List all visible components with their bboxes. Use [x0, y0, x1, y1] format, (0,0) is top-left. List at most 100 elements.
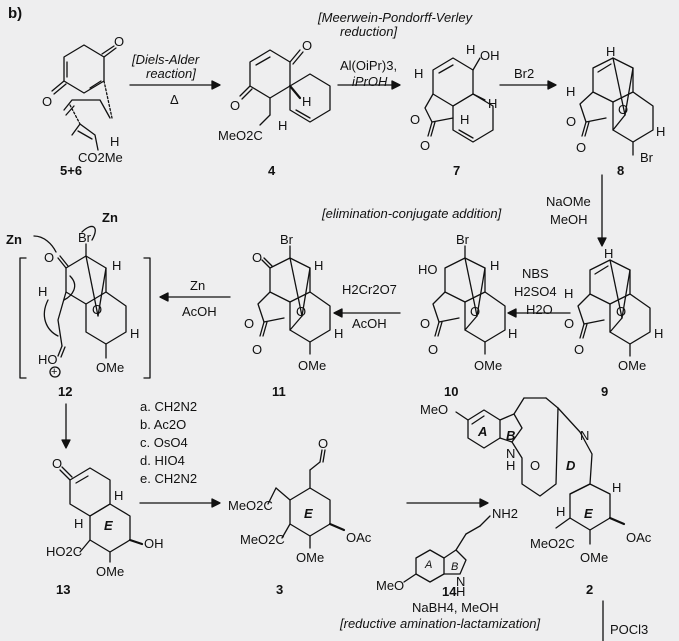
step-e: e. CH2N2 [140, 471, 198, 486]
atom-h: H [112, 258, 122, 273]
compound-14-label: 14 [442, 584, 457, 599]
atom-ome: OMe [618, 358, 647, 373]
atom-o: O [576, 140, 587, 155]
atom-ome: OMe [298, 358, 327, 373]
acoh-reagent-1: AcOH [352, 316, 387, 331]
atom-ome: OMe [96, 360, 125, 375]
ring-e-label: E [584, 506, 593, 521]
elimination-name: [elimination-conjugate addition] [322, 206, 502, 221]
ring-e-label: E [304, 506, 313, 521]
mpv-reagent: Al(OiPr)3, [340, 58, 398, 73]
atom-ome: OMe [580, 550, 609, 565]
atom-o: O [566, 114, 577, 129]
atom-o: O [52, 456, 63, 471]
atom-h: H [556, 504, 566, 519]
step-c: c. OsO4 [140, 435, 188, 450]
atom-o: O [44, 250, 55, 265]
atom-ome: OMe [474, 358, 503, 373]
h2so4-reagent: H2SO4 [514, 284, 557, 299]
atom-o: O [410, 112, 421, 127]
atom-meo2c: MeO2C [218, 128, 263, 143]
atom-o: O [530, 458, 541, 473]
atom-o: O [618, 102, 629, 117]
plus-charge: + [51, 366, 58, 378]
compound-10-label: 10 [444, 384, 459, 399]
atom-meo2c: MeO2C [240, 532, 285, 547]
atom-meo: MeO [376, 578, 405, 593]
atom-h: H [566, 84, 576, 99]
atom-h: H [460, 112, 470, 127]
compound-7-label: 7 [453, 163, 461, 178]
structure-8 [579, 57, 654, 156]
compound-4-label: 4 [268, 163, 276, 178]
ring-a-label: A [425, 559, 433, 571]
atom-o: O [428, 342, 439, 357]
atom-o: O [252, 342, 263, 357]
atom-ho: HO [418, 262, 438, 277]
compound-5-6-label: 5+6 [60, 163, 83, 178]
atom-h: H [490, 258, 500, 273]
atom-o: O [616, 304, 627, 319]
atom-nh: H [506, 458, 516, 473]
atom-o: O [92, 302, 103, 317]
atom-o: O [420, 138, 431, 153]
structure-7 [424, 57, 494, 143]
structure-10 [432, 245, 506, 355]
compound-8-label: 8 [617, 163, 625, 178]
atom-br: Br [640, 150, 653, 165]
structure-11 [257, 245, 331, 355]
zn-reagent: Zn [190, 278, 206, 293]
atom-h: H [656, 124, 666, 139]
atom-n: N [506, 446, 516, 461]
atom-o: O [296, 304, 307, 319]
step-a: a. CH2N2 [140, 399, 198, 414]
atom-h: H [612, 480, 622, 495]
pocl3-reagent: POCl3 [610, 622, 649, 637]
ring-e-label: E [104, 518, 113, 533]
atom-h: H [278, 118, 288, 133]
atom-h: H [466, 42, 476, 57]
compound-3-label: 3 [276, 582, 284, 597]
atom-o: O [302, 38, 313, 53]
atom-h: H [508, 326, 518, 341]
structure-14 [403, 515, 491, 583]
atom-co2me: CO2Me [78, 150, 123, 165]
mpv-solvent: iPrOH [352, 74, 388, 89]
step-d: d. HIO4 [140, 453, 185, 468]
atom-o: O [42, 94, 53, 109]
structure-2 [455, 397, 626, 545]
atom-h: H [606, 44, 616, 59]
atom-o: O [564, 316, 575, 331]
meoh-reagent: MeOH [550, 212, 588, 227]
atom-zn: Zn [6, 232, 22, 247]
atom-oac: OAc [626, 530, 652, 545]
atom-h: H [564, 286, 574, 301]
atom-oac: OAc [346, 530, 372, 545]
atom-meo2c: MeO2C [530, 536, 575, 551]
h2cr2o7-reagent: H2Cr2O7 [342, 282, 397, 297]
nbs-reagent: NBS [522, 266, 549, 281]
atom-h: H [38, 284, 48, 299]
ring-a-label: A [478, 424, 488, 439]
atom-zn: Zn [102, 210, 118, 225]
da-name-2: reaction] [146, 66, 196, 81]
atom-h: H [74, 516, 84, 531]
structure-3 [267, 449, 346, 549]
naome-reagent: NaOMe [546, 194, 591, 209]
mpv-name: [Meerwein-Pondorff-Verley [318, 10, 473, 25]
compound-13-label: 13 [56, 582, 71, 597]
atom-n: N [456, 574, 466, 589]
atom-nh: H [456, 584, 466, 599]
atom-ho2c: HO2C [46, 544, 83, 559]
atom-o: O [318, 436, 329, 451]
atom-o: O [252, 250, 263, 265]
nabh4-reagent: NaBH4, MeOH [412, 600, 499, 615]
atom-o: O [244, 316, 255, 331]
atom-meo: MeO [420, 402, 449, 417]
structure-9 [577, 259, 651, 357]
structure-12 [19, 225, 151, 379]
structure-13 [59, 466, 144, 563]
atom-h: H [604, 246, 614, 261]
ring-b-label: B [451, 561, 459, 573]
